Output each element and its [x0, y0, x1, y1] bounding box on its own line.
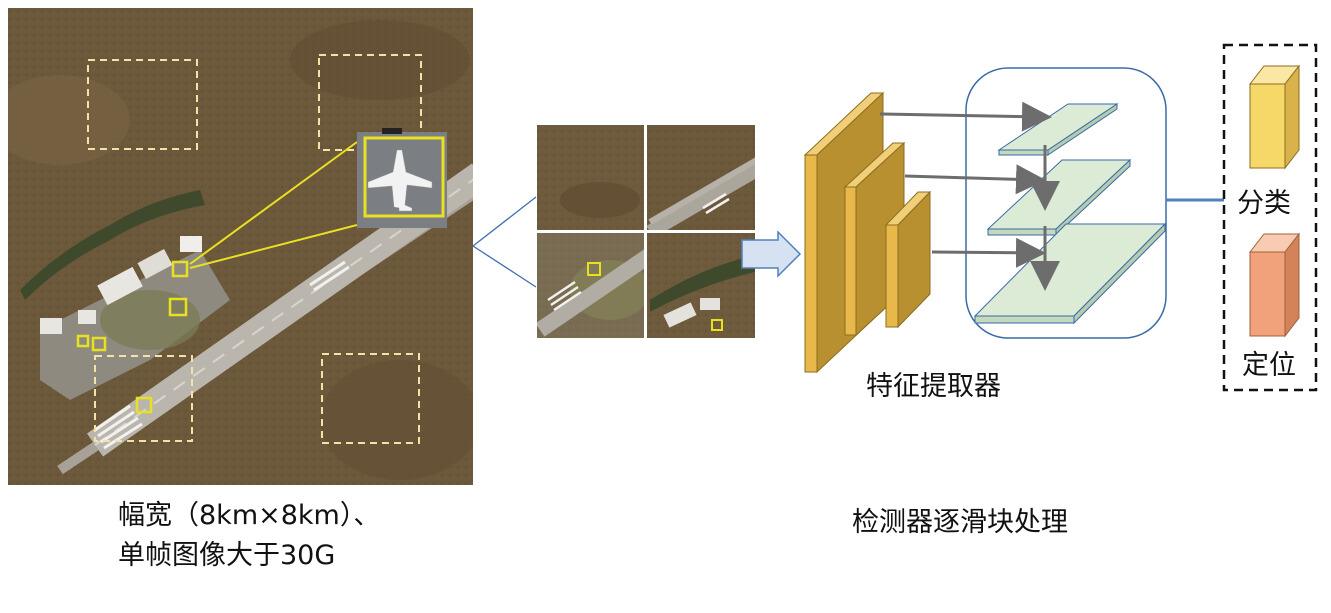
fpn-layer-bottom [973, 222, 1167, 325]
tile-top-right [647, 125, 755, 230]
image-tiles [537, 125, 755, 338]
localization-label: 定位 [1242, 350, 1296, 381]
classification-label: 分类 [1237, 188, 1291, 219]
satellite-image [8, 8, 473, 485]
image-caption-line2: 单帧图像大于30G [118, 540, 336, 571]
image-caption-line1: 幅宽（8km×8km）、 [118, 500, 381, 531]
feature-extractor [803, 91, 932, 374]
localization-cube [1248, 232, 1301, 338]
tile-top-left [537, 125, 644, 230]
tile-bottom-right [647, 233, 755, 338]
fpn-arrows [879, 101, 1060, 291]
process-caption: 检测器逐滑块处理 [852, 507, 1068, 538]
image-caption: 幅宽（8km×8km）、 单帧图像大于30G [118, 496, 380, 576]
fpn-layer-top [997, 103, 1119, 156]
tile-connector [472, 196, 537, 288]
tile-bottom-left [537, 233, 644, 338]
fpn-layers [973, 103, 1167, 325]
feature-block-small [884, 190, 932, 329]
flow-arrow [741, 230, 802, 278]
feature-extractor-label: 特征提取器 [866, 371, 1001, 402]
classification-cube [1248, 64, 1301, 170]
